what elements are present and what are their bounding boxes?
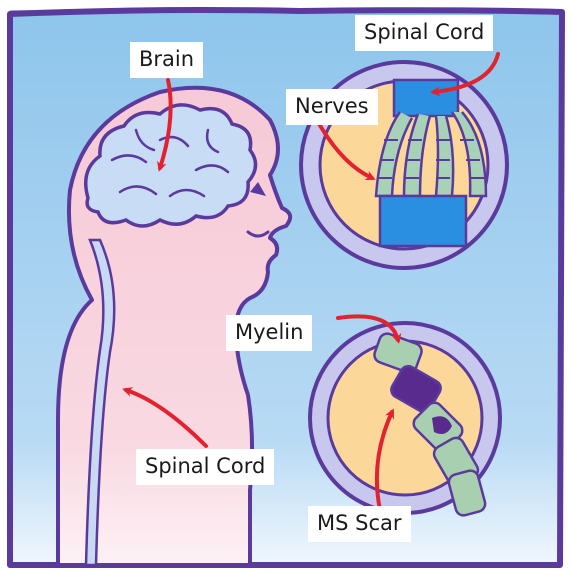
label-ms-scar: MS Scar	[308, 506, 411, 542]
label-brain: Brain	[130, 42, 203, 78]
spinal-cord-bottom-block	[380, 196, 466, 246]
label-nerves: Nerves	[286, 89, 378, 125]
label-spinal-cord-body: Spinal Cord	[136, 449, 274, 485]
label-spinal-cord-top: Spinal Cord	[355, 15, 493, 51]
label-myelin: Myelin	[226, 315, 312, 351]
spinal-cord-top-block	[394, 80, 458, 116]
